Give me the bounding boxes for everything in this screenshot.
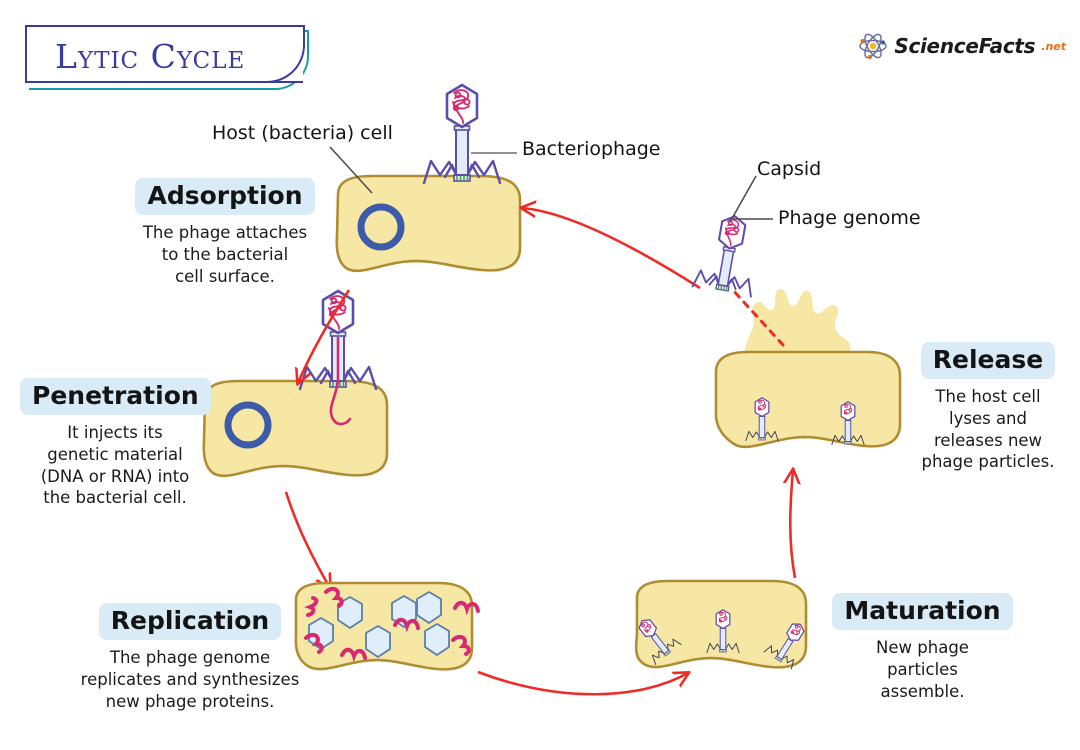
stage-penetration-label: Penetration xyxy=(20,378,211,415)
penetration-phage xyxy=(298,289,378,426)
replication-cell xyxy=(294,581,480,671)
page-title: Lytic Cycle xyxy=(55,37,246,76)
title-banner-frame xyxy=(25,25,305,83)
stage-adsorption: Adsorption The phage attaches to the bac… xyxy=(125,178,325,287)
stage-replication: Replication The phage genome replicates … xyxy=(75,603,305,712)
stage-adsorption-label: Adsorption xyxy=(135,178,315,215)
stage-penetration-description: It injects its genetic material (DNA or … xyxy=(40,423,190,508)
penetration-cell xyxy=(202,379,389,478)
arrow-adsorption-to-penetration xyxy=(298,289,351,383)
stage-release: Release The host cell lyses and releases… xyxy=(908,342,1068,473)
callout-bacteriophage: Bacteriophage xyxy=(522,138,661,160)
callout-phage-genome: Phage genome xyxy=(778,207,921,229)
arrow-release-to-adsorption xyxy=(522,208,701,290)
replication-capsids xyxy=(308,591,450,658)
stage-maturation-label: Maturation xyxy=(832,593,1013,630)
replication-genomes xyxy=(304,586,480,663)
logo-tld: .net xyxy=(1041,39,1066,53)
released-phage xyxy=(691,210,766,298)
arrow-replication-to-maturation xyxy=(477,670,688,696)
stage-maturation: Maturation New phage particles assemble. xyxy=(830,593,1015,702)
title-banner: Lytic Cycle xyxy=(25,25,309,90)
stage-release-description: The host cell lyses and releases new pha… xyxy=(921,387,1055,472)
stage-adsorption-description: The phage attaches to the bacterial cell… xyxy=(142,223,308,286)
stage-maturation-description: New phage particles assemble. xyxy=(876,638,969,701)
adsorption-cell xyxy=(335,174,522,273)
callout-host-cell: Host (bacteria) cell xyxy=(212,122,393,144)
stage-replication-description: The phage genome replicates and synthesi… xyxy=(80,648,300,711)
leader-host-cell xyxy=(329,146,373,194)
stage-replication-label: Replication xyxy=(98,603,282,640)
leader-capsid xyxy=(729,175,757,223)
atom-icon xyxy=(859,33,888,60)
adsorption-phage xyxy=(422,83,502,185)
logo-wordmark: ScienceFacts xyxy=(894,34,1036,58)
arrow-penetration-to-replication xyxy=(284,491,330,588)
maturation-cell xyxy=(628,579,815,670)
stage-penetration: Penetration It injects its genetic mater… xyxy=(20,378,211,509)
stage-release-label: Release xyxy=(920,342,1056,379)
sciencefacts-logo: ScienceFacts .net xyxy=(858,32,1066,60)
arrow-maturation-to-release xyxy=(790,470,795,579)
callout-capsid: Capsid xyxy=(757,158,822,180)
release-cell xyxy=(714,288,902,449)
lysis-trajectory-dashed xyxy=(729,286,785,347)
